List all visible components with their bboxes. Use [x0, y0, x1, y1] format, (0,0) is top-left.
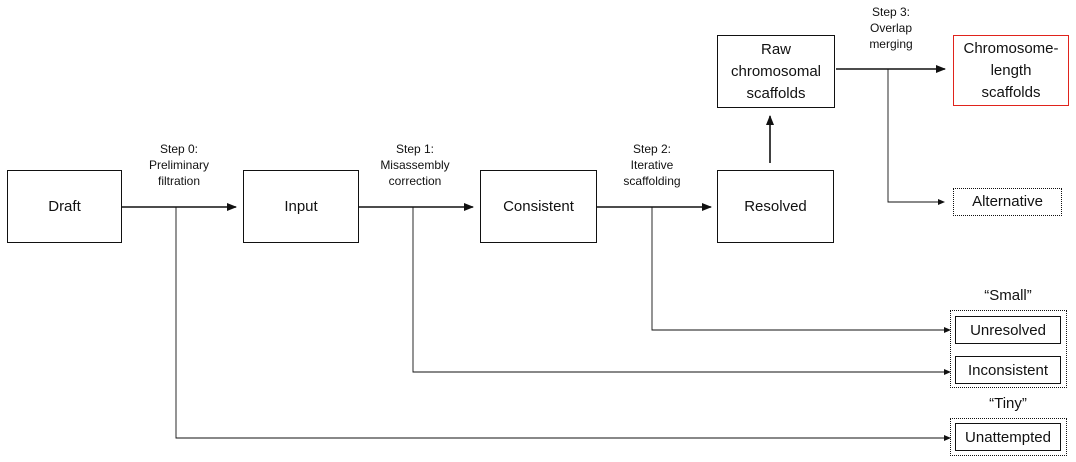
- step-0-label: Step 0: Preliminary filtration: [119, 141, 239, 189]
- raw-line-2: chromosomal: [730, 62, 822, 80]
- node-alternative-label: Alternative: [972, 193, 1043, 210]
- node-resolved: Resolved: [717, 170, 834, 243]
- node-input-label: Input: [284, 197, 318, 215]
- step-3-label: Step 3: Overlap merging: [831, 4, 951, 52]
- step-2-line-1: Step 2:: [632, 142, 672, 156]
- node-consistent: Consistent: [480, 170, 597, 243]
- node-chromosome-length-scaffolds: Chromosome- length scaffolds: [953, 35, 1069, 106]
- step-3-line-2: Overlap: [869, 21, 913, 35]
- branch-to-unresolved: [651, 207, 951, 333]
- chrom-line-1: Chromosome-: [963, 39, 1059, 57]
- node-unresolved: Unresolved: [955, 316, 1061, 344]
- node-consistent-label: Consistent: [503, 197, 574, 215]
- step-0-line-1: Step 0:: [159, 142, 199, 156]
- step-1-label: Step 1: Misassembly correction: [355, 141, 475, 189]
- node-draft-label: Draft: [48, 197, 81, 215]
- step-0-line-3: filtration: [157, 174, 201, 188]
- node-inconsistent: Inconsistent: [955, 356, 1061, 384]
- node-unattempted: Unattempted: [955, 423, 1061, 451]
- group-tiny: [950, 418, 1067, 456]
- node-raw-chromosomal-scaffolds: Raw chromosomal scaffolds: [717, 35, 835, 108]
- node-resolved-label: Resolved: [744, 197, 807, 215]
- step-1-line-2: Misassembly: [380, 158, 450, 172]
- node-unresolved-label: Unresolved: [970, 321, 1046, 339]
- node-alternative: Alternative: [953, 188, 1062, 216]
- group-small-label: “Small”: [984, 287, 1032, 304]
- node-input: Input: [243, 170, 359, 243]
- raw-line-3: scaffolds: [746, 84, 806, 102]
- step-1-line-3: correction: [388, 174, 442, 188]
- step-2-line-2: Iterative: [630, 158, 674, 172]
- node-draft: Draft: [7, 170, 122, 243]
- node-unattempted-label: Unattempted: [965, 428, 1051, 446]
- raw-line-1: Raw: [760, 40, 791, 58]
- step-0-line-2: Preliminary: [148, 158, 209, 172]
- step-2-line-3: scaffolding: [623, 174, 681, 188]
- branch-to-unattempted: [175, 207, 951, 441]
- node-inconsistent-label: Inconsistent: [967, 361, 1049, 379]
- group-tiny-label: “Tiny”: [989, 395, 1027, 412]
- chrom-line-3: scaffolds: [981, 83, 1041, 101]
- group-small: [950, 310, 1067, 388]
- step-3-line-1: Step 3:: [871, 5, 911, 19]
- branch-to-inconsistent: [412, 207, 951, 375]
- step-2-label: Step 2: Iterative scaffolding: [592, 141, 712, 189]
- step-3-line-3: merging: [869, 37, 913, 51]
- branch-to-alternative: [887, 69, 945, 205]
- step-1-line-1: Step 1:: [395, 142, 435, 156]
- chrom-line-2: length: [990, 61, 1032, 79]
